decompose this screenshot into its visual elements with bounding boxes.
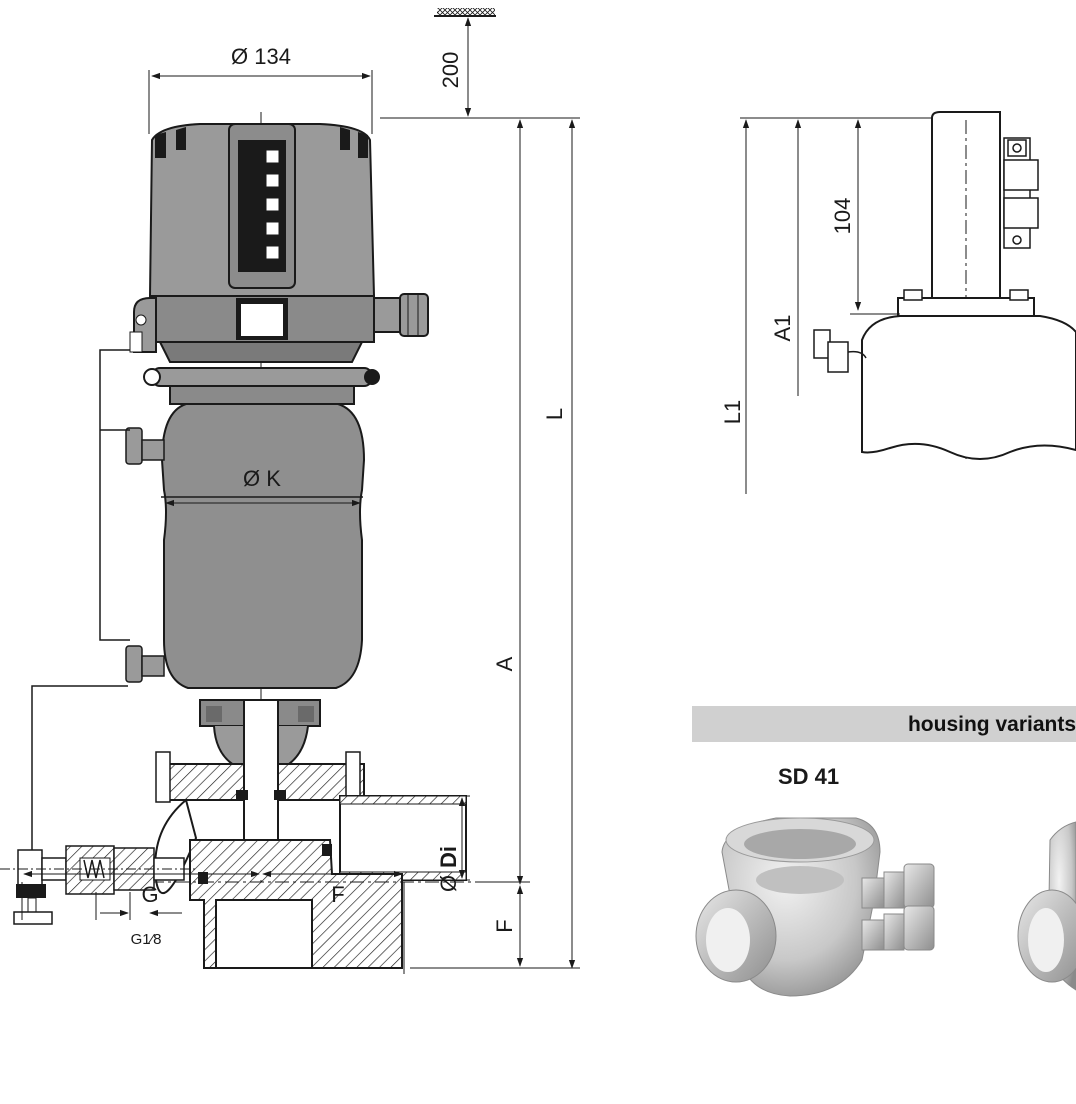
side-view (740, 111, 1076, 494)
dimension-l1: L1 (720, 400, 745, 424)
housing-variants-banner (692, 706, 1076, 742)
dimension-diameter-134: Ø 134 (231, 44, 291, 69)
dimension-l: L (542, 408, 567, 420)
housing-variant-sd41-label: SD 41 (778, 764, 839, 789)
dimension-a: A (492, 656, 517, 671)
dimension-di: Di (436, 846, 461, 868)
main-valve-view: G1⁄8 (0, 112, 500, 969)
dimension-a1: A1 (770, 315, 795, 342)
housing-sd41-image (695, 817, 935, 997)
thread-label: G1⁄8 (131, 931, 162, 948)
sensor-assembly (0, 845, 196, 925)
valve-housing-section (154, 751, 467, 969)
dimension-f-horizontal: F (331, 882, 344, 907)
dimension-f-vertical: F (492, 919, 517, 932)
housing-second-variant-image (1017, 821, 1076, 991)
dimension-104: 104 (830, 198, 855, 235)
dimension-di-symbol: Ø (436, 875, 461, 892)
control-head (129, 123, 429, 363)
actuator-body (160, 403, 366, 689)
dimension-clearance-200: 200 (438, 52, 463, 89)
main-dimensions (21, 8, 580, 974)
dimension-g: G (141, 882, 158, 907)
clamp-ring (143, 367, 380, 405)
dimension-diameter-k: Ø K (243, 466, 281, 491)
housing-variants-title: housing variants (908, 713, 1076, 736)
